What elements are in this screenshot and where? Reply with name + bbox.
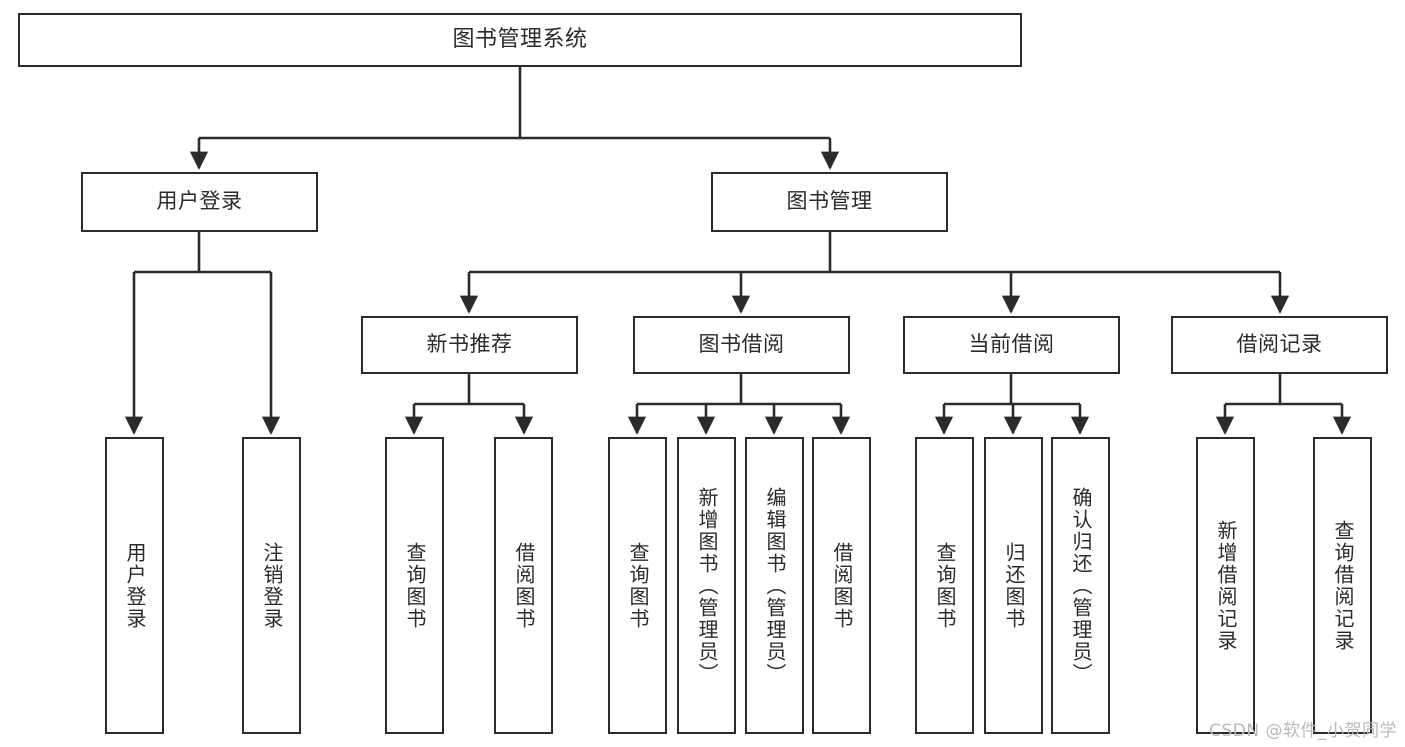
leaf-borrow-record-query[interactable]: 查询借阅记录 <box>1313 437 1372 734</box>
node-label: 借阅图书 <box>830 541 854 630</box>
node-label: 查询图书 <box>626 541 650 630</box>
node-borrow-record[interactable]: 借阅记录 <box>1171 316 1388 374</box>
leaf-book-borrow-borrow[interactable]: 借阅图书 <box>812 437 871 734</box>
node-label: 确认归还（管理员） <box>1069 486 1093 685</box>
node-label: 图书管理系统 <box>452 26 588 52</box>
leaf-new-book-borrow[interactable]: 借阅图书 <box>494 437 553 734</box>
leaf-current-borrow-return[interactable]: 归还图书 <box>984 437 1043 734</box>
node-label: 查询借阅记录 <box>1331 519 1355 652</box>
node-label: 借阅记录 <box>1236 332 1323 357</box>
node-current-borrow[interactable]: 当前借阅 <box>903 316 1120 374</box>
node-label: 新增图书（管理员） <box>695 486 719 685</box>
node-label: 当前借阅 <box>968 332 1055 357</box>
leaf-book-borrow-add[interactable]: 新增图书（管理员） <box>677 437 736 734</box>
node-label: 注销登录 <box>260 541 284 630</box>
node-label: 归还图书 <box>1002 541 1026 630</box>
node-label: 查询图书 <box>933 541 957 630</box>
node-book-borrow[interactable]: 图书借阅 <box>633 316 850 374</box>
node-user-login[interactable]: 用户登录 <box>81 172 318 232</box>
node-root-system[interactable]: 图书管理系统 <box>18 13 1022 67</box>
node-label: 编辑图书（管理员） <box>763 486 787 685</box>
node-label: 图书管理 <box>786 189 873 214</box>
leaf-new-book-query[interactable]: 查询图书 <box>385 437 444 734</box>
leaf-user-login-login[interactable]: 用户登录 <box>105 437 164 734</box>
leaf-current-borrow-confirm-return[interactable]: 确认归还（管理员） <box>1051 437 1110 734</box>
watermark-text: CSDN @软件_小贺同学 <box>1209 721 1397 741</box>
leaf-current-borrow-query[interactable]: 查询图书 <box>915 437 974 734</box>
leaf-borrow-record-add[interactable]: 新增借阅记录 <box>1196 437 1255 734</box>
leaf-user-login-logout[interactable]: 注销登录 <box>242 437 301 734</box>
node-book-management[interactable]: 图书管理 <box>711 172 948 232</box>
node-label: 新增借阅记录 <box>1214 519 1238 652</box>
node-label: 用户登录 <box>156 189 243 214</box>
node-label: 借阅图书 <box>512 541 536 630</box>
node-label: 图书借阅 <box>698 332 785 357</box>
leaf-book-borrow-edit[interactable]: 编辑图书（管理员） <box>745 437 804 734</box>
node-label: 新书推荐 <box>426 332 513 357</box>
leaf-book-borrow-query[interactable]: 查询图书 <box>608 437 667 734</box>
node-label: 用户登录 <box>123 541 147 630</box>
node-new-book-recommend[interactable]: 新书推荐 <box>361 316 578 374</box>
node-label: 查询图书 <box>403 541 427 630</box>
